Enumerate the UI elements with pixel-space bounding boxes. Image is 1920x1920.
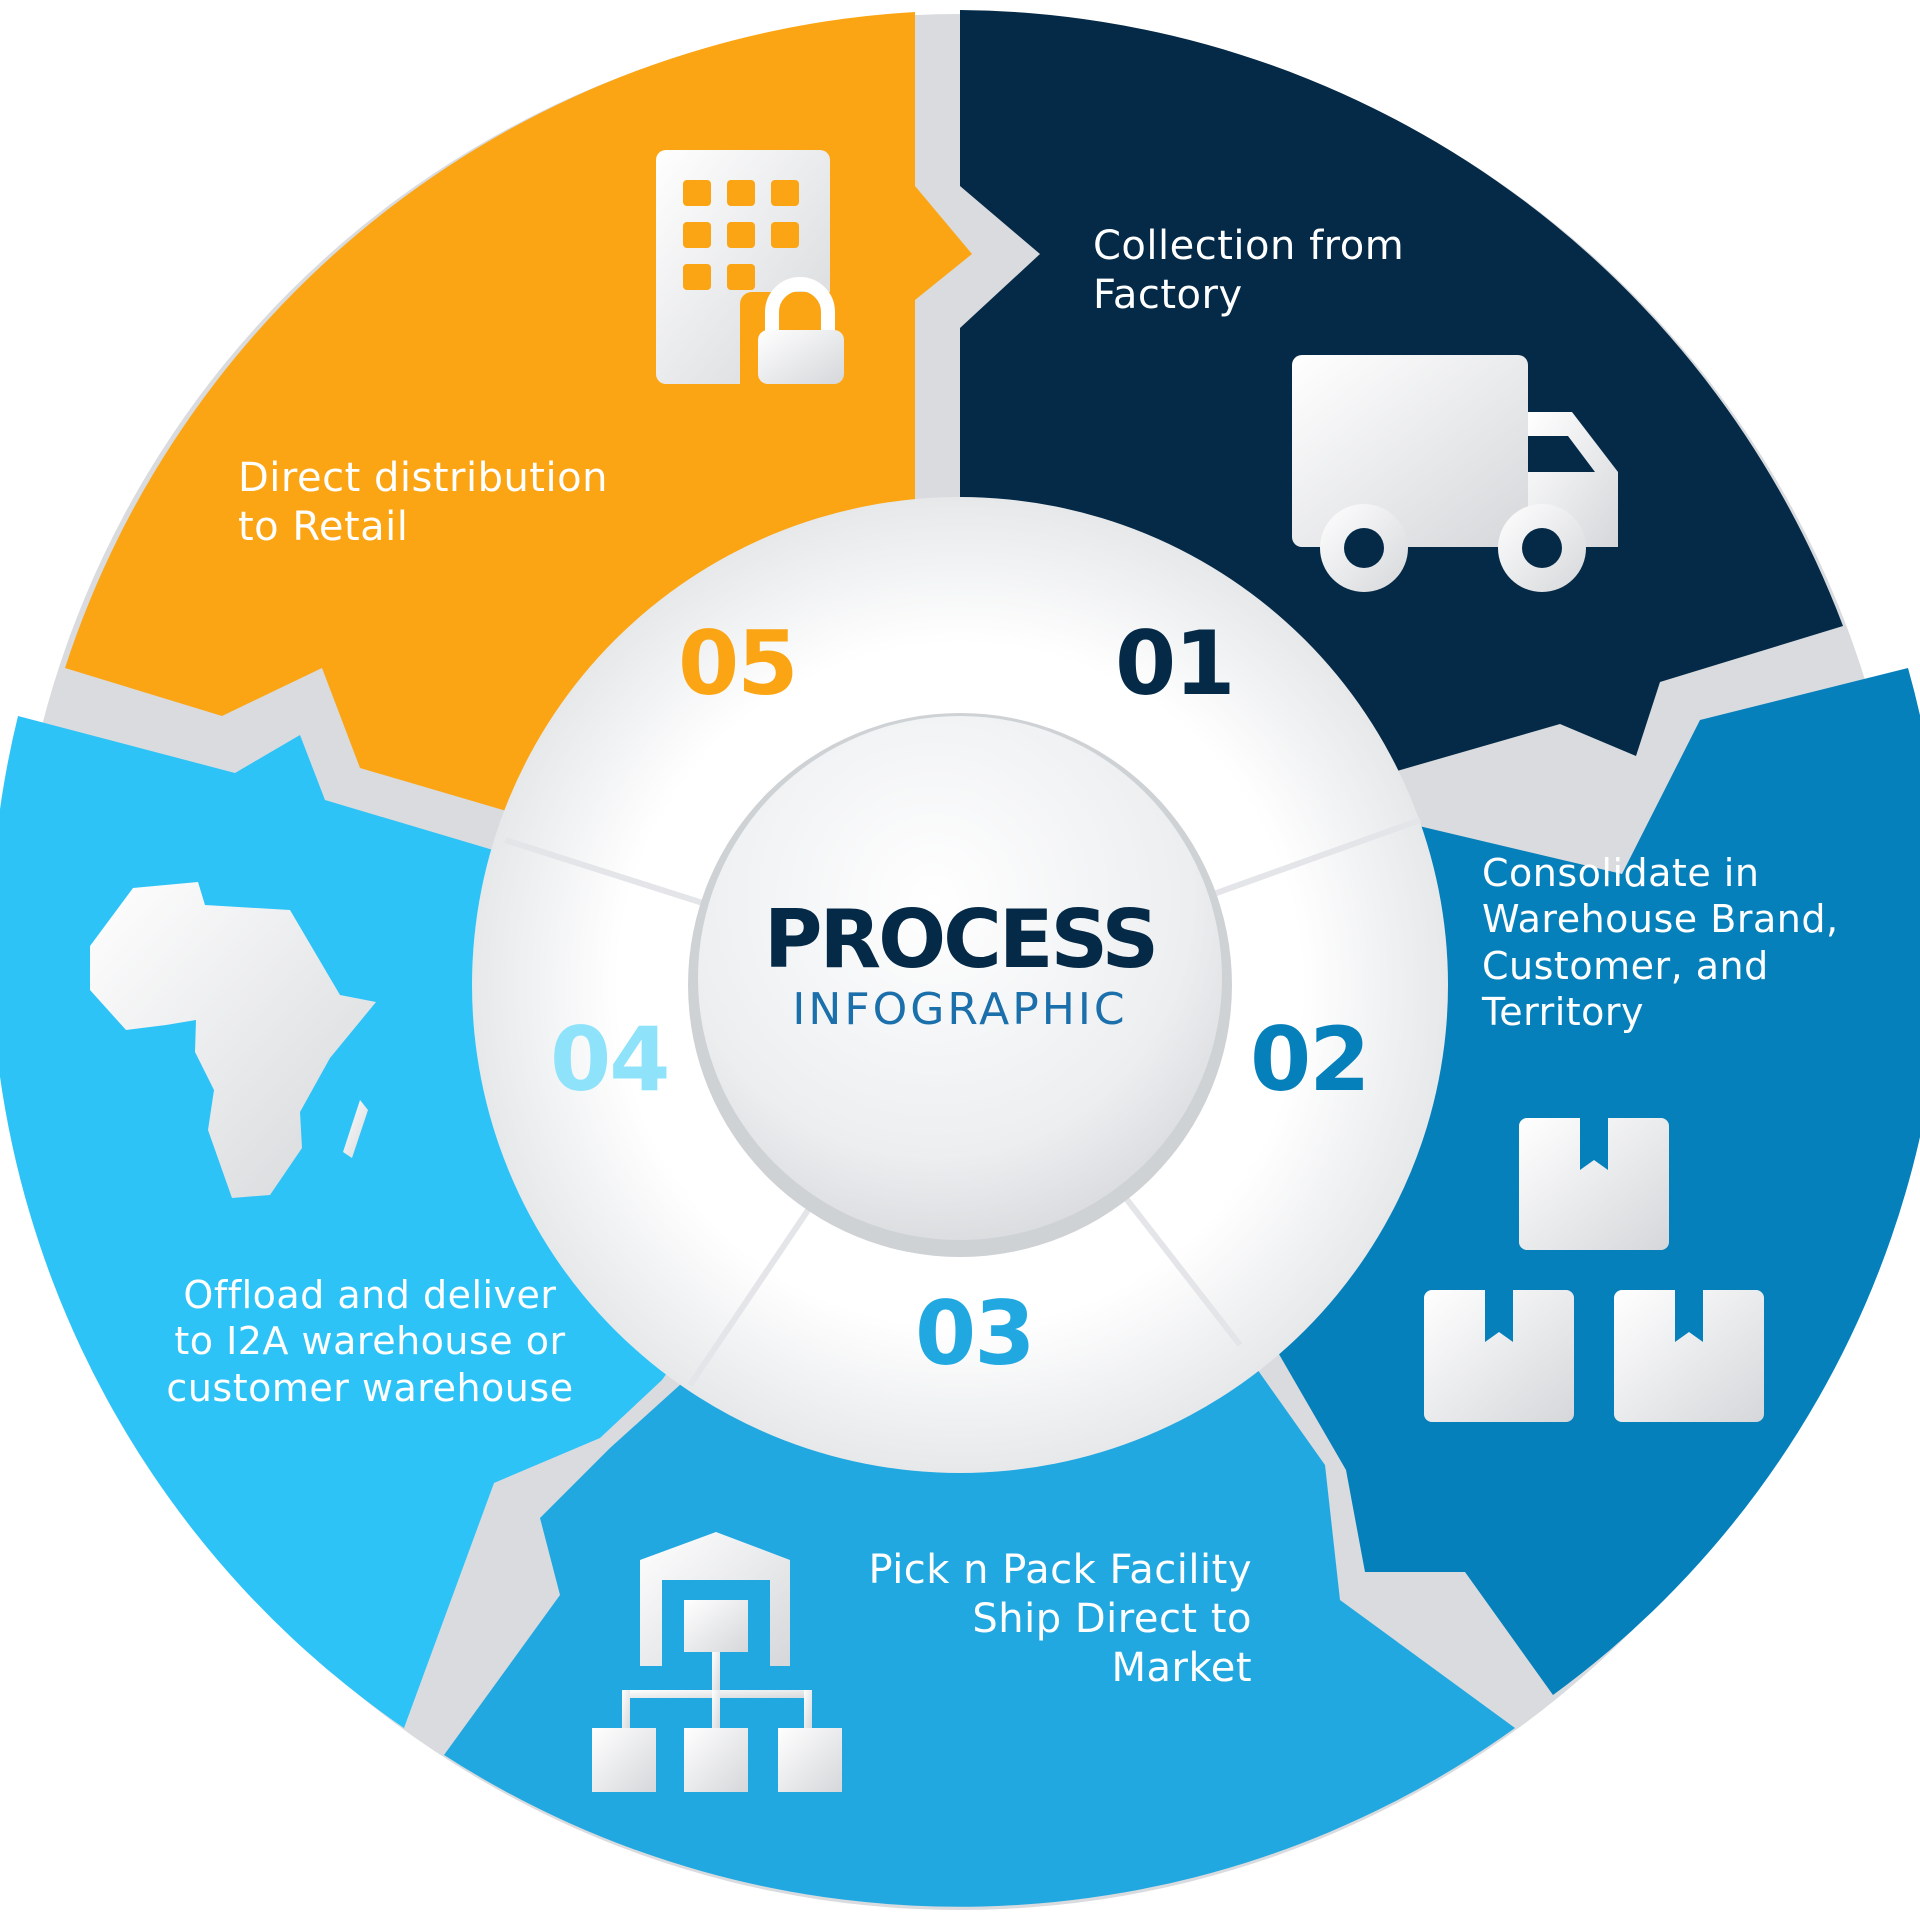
warehouse-network-icon: [592, 1532, 842, 1792]
center-subtitle: INFOGRAPHIC: [792, 984, 1128, 1035]
step-number-04: 04: [550, 1008, 670, 1111]
truck-icon: [1292, 355, 1618, 592]
step-number-02: 02: [1250, 1008, 1370, 1111]
boxes-icon: [1424, 1118, 1764, 1422]
step-label-01: Collection from Factory: [1093, 223, 1405, 318]
step-label-02: Consolidate in Warehouse Brand, Customer…: [1482, 851, 1839, 1035]
center-hub: [698, 716, 1222, 1240]
locked-building-icon: [656, 150, 850, 398]
step-number-05: 05: [678, 612, 798, 715]
step-label-05: Direct distribution to Retail: [238, 455, 608, 550]
madagascar-shape: [343, 1100, 368, 1158]
step-number-03: 03: [915, 1282, 1035, 1385]
center-title: PROCESS: [763, 893, 1159, 986]
step-label-04: Offload and deliver to I2A warehouse or …: [166, 1273, 574, 1410]
africa-map-icon: [90, 882, 376, 1198]
step-label-03: Pick n Pack Facility Ship Direct to Mark…: [868, 1547, 1252, 1691]
step-number-01: 01: [1115, 612, 1235, 715]
